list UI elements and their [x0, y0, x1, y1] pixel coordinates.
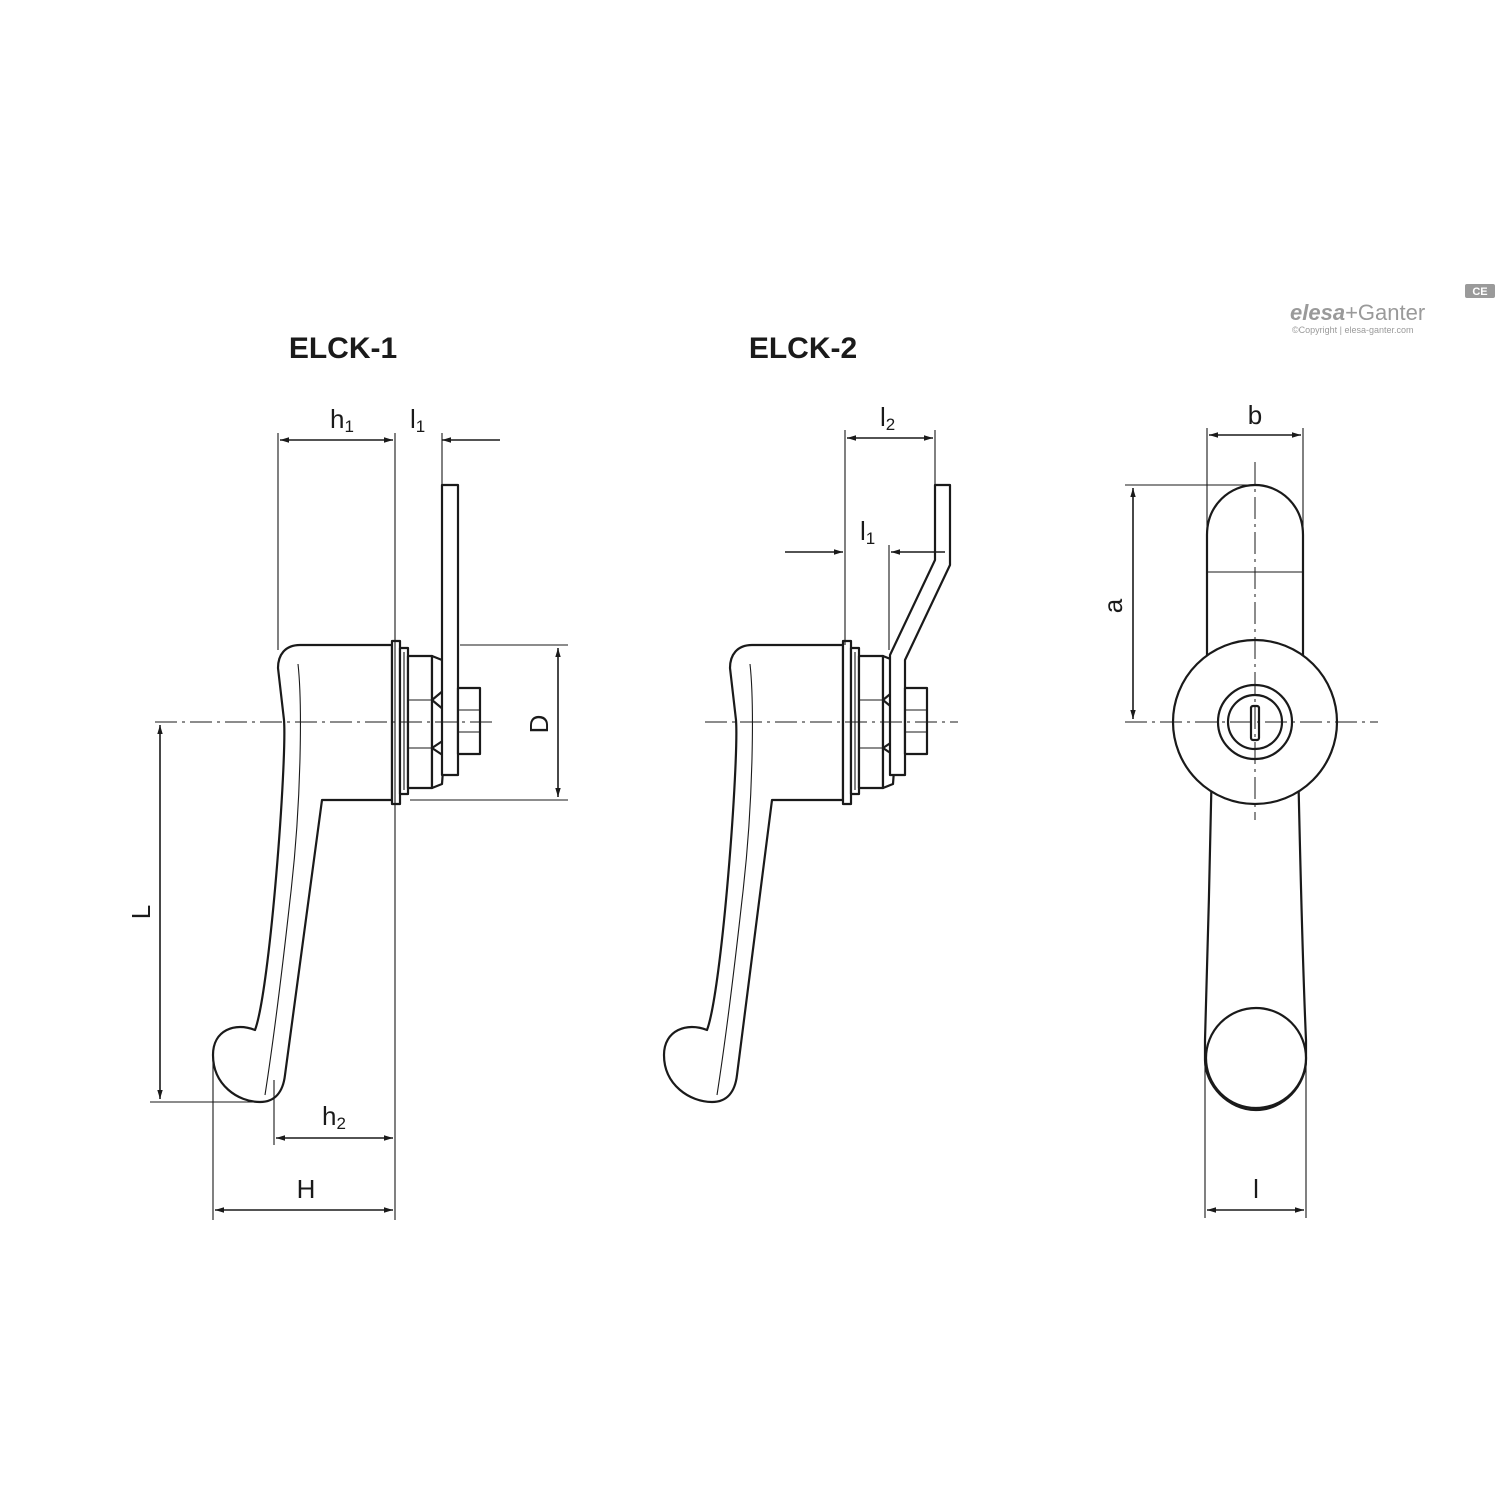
elck-1-cam-plate	[440, 483, 460, 777]
copyright-text: ©Copyright | elesa-ganter.com	[1292, 325, 1414, 335]
dim-H-label: H	[297, 1174, 316, 1204]
brand-logo: elesa+Ganter CE ©Copyright | elesa-gante…	[1290, 284, 1495, 335]
brand-name: elesa+Ganter	[1290, 300, 1425, 325]
dim-l1-b-label: l1	[860, 516, 875, 548]
elck-2-bolt-nut	[903, 686, 929, 756]
dim-D-label: D	[524, 715, 554, 734]
elck-1-lever-body	[211, 643, 394, 1104]
title-elck-1: ELCK-1	[289, 332, 397, 365]
dim-b-label: b	[1248, 400, 1262, 430]
elck-2-side-view	[662, 483, 958, 1104]
front-view	[1125, 462, 1378, 1112]
dim-L-label: L	[126, 905, 156, 919]
elck-1-dimensions: h1 l1 D L h2 H	[126, 404, 568, 1220]
dim-h1-label: h1	[330, 404, 354, 436]
elck-2-lever-edge	[716, 663, 753, 1096]
elck-1-side-view	[155, 483, 495, 1104]
title-elck-2: ELCK-2	[749, 332, 857, 365]
dim-h2-label: h2	[322, 1101, 346, 1133]
dim-l2-label: l2	[880, 402, 895, 434]
ce-mark-text: CE	[1472, 286, 1487, 298]
dim-a-label: a	[1098, 598, 1128, 613]
dim-l-label: l	[1253, 1174, 1259, 1204]
front-view-dimensions: b a l	[1098, 400, 1307, 1218]
elck-2-dimensions: l2 l1	[785, 402, 945, 650]
dim-l1-label: l1	[410, 404, 425, 436]
elck-1-lever-edge	[264, 663, 301, 1096]
elck-1-bolt-nut	[456, 686, 482, 756]
ce-mark-badge	[1465, 284, 1495, 298]
elck-2-lever-body	[662, 643, 845, 1104]
front-lever-grip-end	[1204, 1006, 1308, 1110]
